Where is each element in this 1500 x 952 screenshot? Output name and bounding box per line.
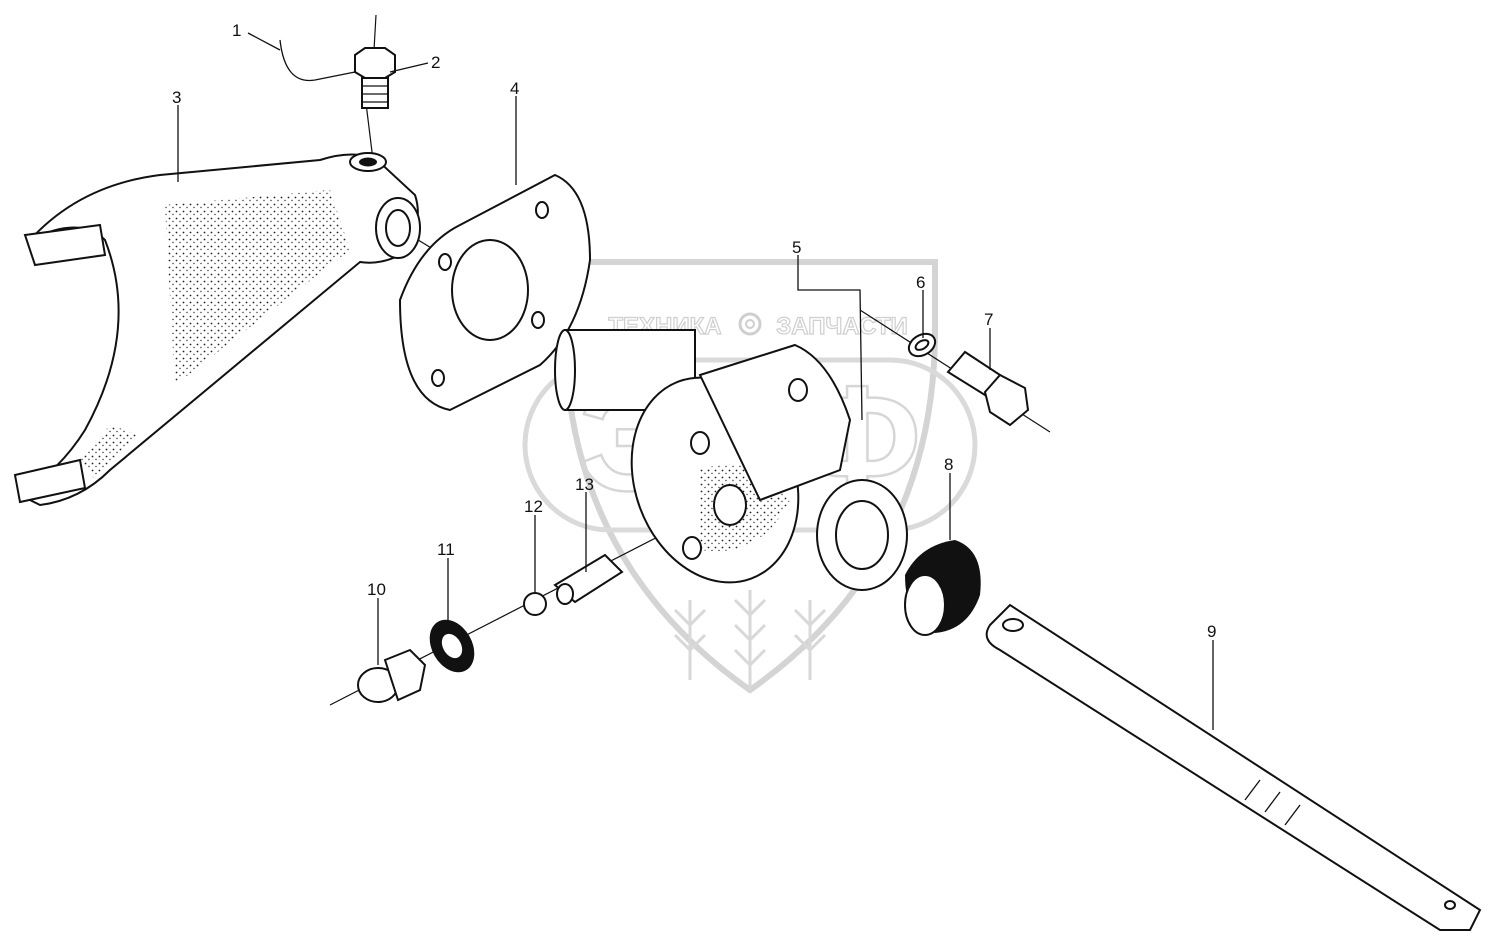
wheat-ear-icon xyxy=(673,590,827,690)
callout-4: 4 xyxy=(510,79,519,98)
part-3-shift-fork xyxy=(13,152,421,507)
part-7-bolt xyxy=(946,350,1030,427)
callout-13: 13 xyxy=(575,475,594,494)
part-6-ring xyxy=(907,332,937,358)
part-2-fitting xyxy=(354,47,396,109)
callout-10: 10 xyxy=(367,580,386,599)
callout-3: 3 xyxy=(172,88,181,107)
part-10-plug xyxy=(357,648,427,703)
part-9-shaft xyxy=(985,603,1482,931)
callout-5: 5 xyxy=(792,238,801,257)
callout-9: 9 xyxy=(1207,622,1216,641)
leader-lines xyxy=(177,32,1214,730)
part-5-housing xyxy=(554,329,908,591)
part-4-gasket xyxy=(398,173,592,412)
callout-numbers: 1 2 3 4 5 6 7 8 9 10 11 12 13 xyxy=(172,21,1216,641)
part-12-ball xyxy=(523,592,547,616)
part-13-threaded-pin xyxy=(553,553,624,605)
callout-11: 11 xyxy=(437,540,455,559)
callout-7: 7 xyxy=(984,310,993,329)
gear-icon xyxy=(738,312,762,336)
part-1-wire xyxy=(279,39,356,82)
part-11-washer xyxy=(429,619,475,673)
watermark-right-text: ЗАПЧАСТИ xyxy=(776,313,908,340)
part-8-bearing xyxy=(904,540,981,636)
callout-12: 12 xyxy=(524,497,543,516)
callout-8: 8 xyxy=(944,455,953,474)
callout-6: 6 xyxy=(916,273,925,292)
callout-2: 2 xyxy=(431,53,440,72)
callout-1: 1 xyxy=(232,21,241,40)
